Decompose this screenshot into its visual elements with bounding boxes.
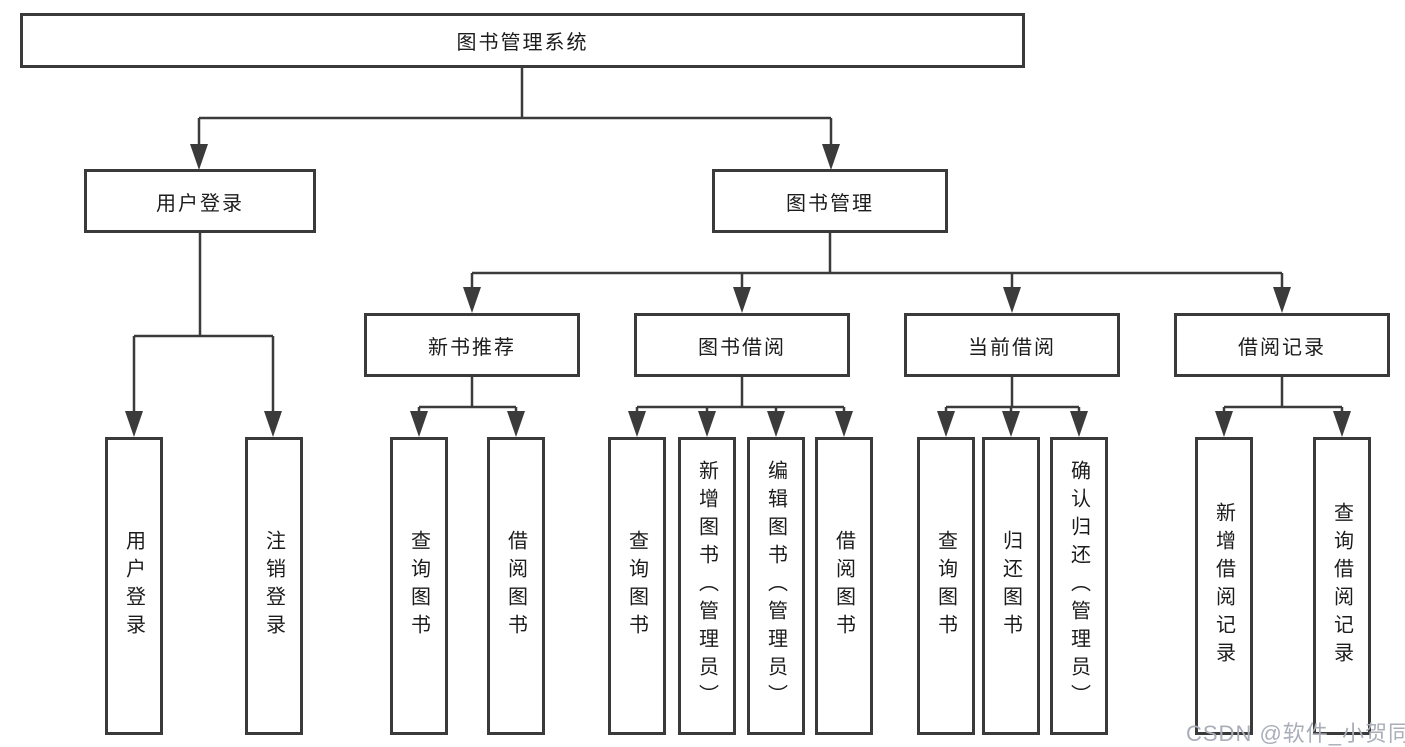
node-book-borrow: 图书借阅	[634, 313, 850, 377]
node-label: 借阅记录	[1238, 336, 1326, 359]
node-label: 用户登录	[122, 530, 145, 642]
node-label: 查询借阅记录	[1330, 502, 1353, 670]
node-label: 图书借阅	[698, 336, 786, 359]
node-label: 查询图书	[934, 530, 957, 642]
leaf-borrow-books: 借阅图书	[815, 437, 873, 735]
leaf-query-books-borrow: 查询图书	[608, 437, 666, 735]
node-library-system: 图书管理系统	[20, 13, 1025, 68]
node-label: 当前借阅	[968, 336, 1056, 359]
node-label: 图书管理	[786, 192, 874, 215]
node-label: 注销登录	[262, 530, 285, 642]
leaf-add-book-admin: 新增图书（管理员）	[678, 437, 736, 735]
leaf-confirm-return-admin: 确认归还（管理员）	[1050, 437, 1108, 735]
node-label: 归还图书	[999, 530, 1022, 642]
leaf-add-borrow-record: 新增借阅记录	[1195, 437, 1253, 735]
node-label: 新增借阅记录	[1212, 502, 1235, 670]
node-label: 借阅图书	[504, 530, 527, 642]
node-label: 新增图书（管理员）	[695, 460, 718, 712]
leaf-return-book: 归还图书	[982, 437, 1040, 735]
leaf-borrow-books-recommend: 借阅图书	[487, 437, 545, 735]
node-current-borrow: 当前借阅	[904, 313, 1120, 377]
node-label: 查询图书	[407, 530, 430, 642]
node-label: 查询图书	[625, 530, 648, 642]
csdn-watermark: CSDN @软件_小贺同学	[1186, 721, 1405, 746]
leaf-user-login: 用户登录	[105, 437, 163, 735]
node-book-management: 图书管理	[712, 169, 948, 233]
leaf-query-borrow-record: 查询借阅记录	[1313, 437, 1371, 735]
node-label: 图书管理系统	[456, 32, 589, 54]
node-label: 编辑图书（管理员）	[764, 460, 787, 712]
node-label: 用户登录	[156, 192, 244, 215]
node-user-login: 用户登录	[84, 169, 316, 233]
node-label: 借阅图书	[832, 530, 855, 642]
leaf-edit-book-admin: 编辑图书（管理员）	[747, 437, 805, 735]
node-new-book-recommend: 新书推荐	[364, 313, 580, 377]
node-borrow-records: 借阅记录	[1174, 313, 1390, 377]
leaf-query-books-current: 查询图书	[917, 437, 975, 735]
leaf-query-books-recommend: 查询图书	[390, 437, 448, 735]
node-label: 确认归还（管理员）	[1067, 460, 1090, 712]
leaf-logout: 注销登录	[245, 437, 303, 735]
node-label: 新书推荐	[428, 336, 516, 359]
